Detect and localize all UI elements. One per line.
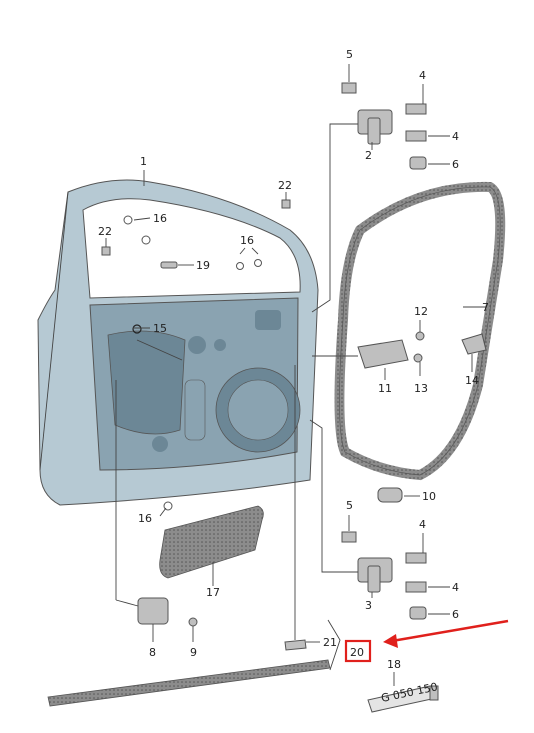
- callout-4b: 4: [452, 130, 459, 143]
- bottom-seal-strip: [47, 659, 331, 707]
- callout-16c: 16: [138, 512, 152, 525]
- highlight-box-20: [344, 639, 372, 663]
- highlight-arrow: [383, 619, 509, 648]
- door-check: [357, 331, 487, 369]
- callout-4c: 4: [419, 518, 426, 531]
- leader-lines: [105, 64, 486, 686]
- callout-7: 7: [482, 301, 489, 314]
- grommet-16d: [254, 259, 262, 267]
- grommet-16a: [123, 215, 133, 225]
- callout-11: 11: [378, 382, 392, 395]
- callout-15: 15: [153, 322, 167, 335]
- callout-18: 18: [387, 658, 401, 671]
- callout-14: 14: [465, 374, 479, 387]
- grommet-16c: [236, 262, 244, 270]
- plug-22-upper: [281, 199, 291, 209]
- callout-22a: 22: [278, 179, 292, 192]
- grommet-16e: [163, 501, 173, 511]
- callout-5a: 5: [346, 48, 353, 61]
- callout-10: 10: [422, 490, 436, 503]
- stop-buffer: [377, 487, 403, 503]
- clip-21: [284, 639, 307, 651]
- callout-8: 8: [149, 646, 156, 659]
- grease-tube: G 050 150: [367, 680, 439, 713]
- callout-9: 9: [190, 646, 197, 659]
- callout-13: 13: [414, 382, 428, 395]
- callout-17: 17: [206, 586, 220, 599]
- upper-hinge: [357, 109, 393, 145]
- callout-5b: 5: [346, 499, 353, 512]
- callout-16b: 16: [240, 234, 254, 247]
- door-shell: [37, 179, 319, 506]
- callout-4a: 4: [419, 69, 426, 82]
- callout-1: 1: [140, 155, 147, 168]
- callout-16a: 16: [153, 212, 167, 225]
- damping-mat: [159, 505, 264, 579]
- callout-3: 3: [365, 599, 372, 612]
- grommet-15: [132, 324, 142, 334]
- clip-19: [160, 261, 178, 269]
- lower-hinge: [357, 557, 393, 593]
- callout-20: 20: [350, 646, 364, 659]
- connector: [137, 597, 169, 625]
- plug-22-lower: [101, 246, 111, 256]
- lower-bolts: [341, 531, 427, 620]
- callout-22b: 22: [98, 225, 112, 238]
- callout-4d: 4: [452, 581, 459, 594]
- callout-labels: 1 2 3 4 4 4 4 5 5 6 6 7 8 9 10 11 12 13 …: [98, 48, 489, 671]
- upper-bolts: [341, 82, 427, 170]
- callout-6a: 6: [452, 158, 459, 171]
- callout-21: 21: [323, 636, 337, 649]
- screw-9: [188, 617, 198, 627]
- callout-6b: 6: [452, 608, 459, 621]
- callout-19: 19: [196, 259, 210, 272]
- callout-12: 12: [414, 305, 428, 318]
- grommet-16b: [141, 235, 151, 245]
- callout-2: 2: [365, 149, 372, 162]
